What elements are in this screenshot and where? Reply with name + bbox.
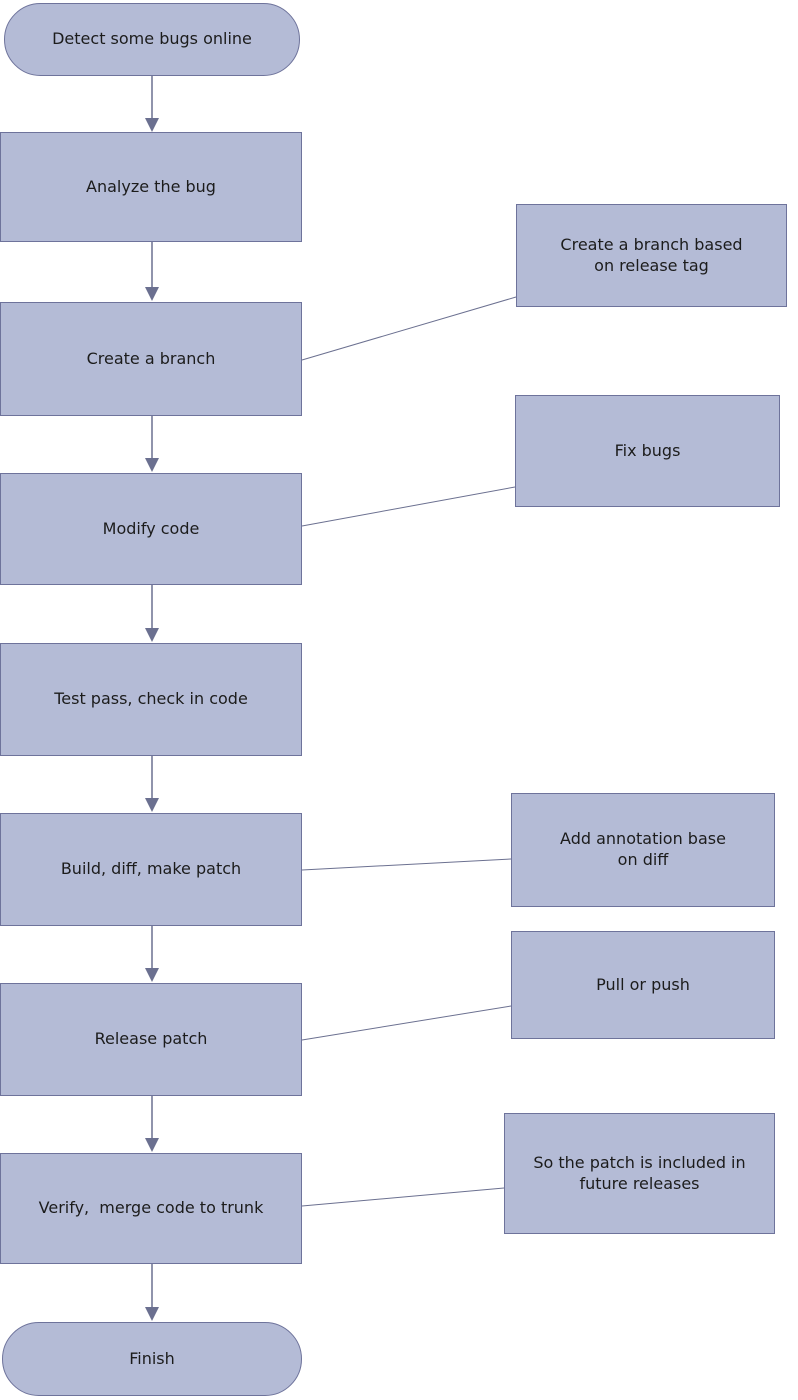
annotation-diff-note: Add annotation base on diff	[511, 793, 775, 907]
flow-node-modify-code: Modify code	[0, 473, 302, 585]
annotation-branch-note: Create a branch based on release tag	[516, 204, 787, 307]
flow-node-release-patch: Release patch	[0, 983, 302, 1096]
flow-node-start: Detect some bugs online	[4, 3, 300, 76]
annotation-release-note: So the patch is included in future relea…	[504, 1113, 775, 1234]
line-build-diff-to-note	[301, 858, 512, 871]
line-create-branch-to-note	[301, 296, 517, 361]
arrow-build-diff-to-release-patch	[145, 926, 159, 982]
flow-node-finish: Finish	[2, 1322, 302, 1396]
flow-node-test-pass: Test pass, check in code	[0, 643, 302, 756]
arrow-modify-code-to-test-pass	[145, 585, 159, 642]
arrow-test-pass-to-build-diff	[145, 756, 159, 812]
flow-node-analyze-bug: Analyze the bug	[0, 132, 302, 242]
annotation-fix-note: Fix bugs	[515, 395, 780, 507]
arrow-create-branch-to-modify-code	[145, 416, 159, 472]
flow-node-build-diff: Build, diff, make patch	[0, 813, 302, 926]
arrow-release-patch-to-verify-merge	[145, 1096, 159, 1152]
arrow-analyze-to-create-branch	[145, 242, 159, 301]
flow-node-create-branch: Create a branch	[0, 302, 302, 416]
line-modify-code-to-note	[301, 486, 516, 527]
arrow-verify-merge-to-finish	[145, 1264, 159, 1321]
line-verify-merge-to-note	[301, 1187, 505, 1207]
flow-node-verify-merge: Verify, merge code to trunk	[0, 1153, 302, 1264]
annotation-push-note: Pull or push	[511, 931, 775, 1039]
line-release-patch-to-note	[301, 1005, 512, 1041]
arrow-start-to-analyze	[145, 76, 159, 132]
